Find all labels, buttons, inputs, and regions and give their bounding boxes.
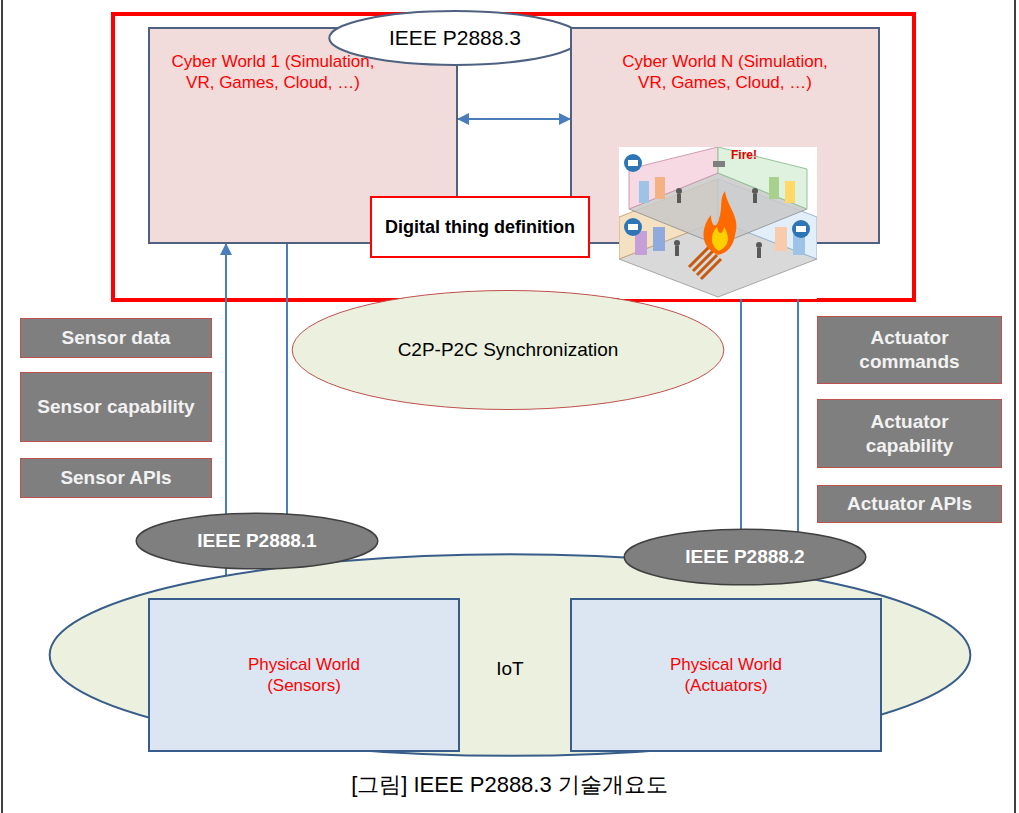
- alarm-label: Fire!: [731, 149, 757, 162]
- cyber-world-box: Cyber World N (Simulation, VR, Games, Cl…: [570, 27, 880, 244]
- interface-box: Sensor data: [20, 318, 212, 358]
- node-text: IEEE P2888.3: [389, 25, 521, 51]
- ellipse-shape: [50, 554, 971, 756]
- node-text: Actuator APIs: [847, 492, 972, 516]
- shelf: [655, 177, 665, 199]
- page-frame-line: [1, 0, 3, 813]
- camera: [792, 220, 810, 238]
- node-text: C2P-P2C Synchronization: [398, 338, 619, 362]
- flame-inner: [712, 227, 728, 251]
- node-text: IoT: [496, 657, 523, 681]
- upper-right-wall: [718, 147, 807, 209]
- shelf: [775, 227, 787, 251]
- camera: [624, 218, 642, 236]
- node-text: IEEE P2888.2: [685, 545, 804, 569]
- interface-box: Sensor capability: [20, 372, 212, 442]
- node-text: Physical World (Actuators): [646, 654, 806, 697]
- node-text: Physical World (Sensors): [229, 654, 379, 697]
- ellipse-shape: [292, 290, 724, 409]
- node-text: Sensor APIs: [60, 466, 171, 490]
- mall-fire-picture: [619, 147, 817, 299]
- fire-illustration: Fire!: [619, 147, 817, 299]
- figure-caption: [그림] IEEE P2888.3 기술개요도: [0, 770, 1019, 800]
- shelf: [785, 181, 795, 203]
- node-text: Sensor data: [62, 326, 171, 350]
- node-text: Cyber World 1 (Simulation, VR, Games, Cl…: [168, 51, 378, 94]
- people: [674, 188, 762, 258]
- upper-left-wall: [629, 147, 718, 209]
- smoke-detector: [713, 161, 725, 167]
- ellipse-shape: [136, 513, 378, 569]
- picture-ground: [619, 147, 817, 299]
- shelf: [769, 177, 779, 199]
- node-text: Actuator capability: [824, 410, 995, 458]
- definition-box: Digital thing definition: [370, 196, 590, 258]
- standard-ellipse: IEEE P2888.1: [135, 512, 379, 570]
- ellipse-shape: [624, 529, 866, 585]
- standard-ellipse: IEEE P2888.2: [623, 528, 867, 586]
- iot-ellipse: IoT Physical World (Sensors) Physical Worl…: [45, 550, 975, 760]
- ellipse-shape: [329, 11, 580, 65]
- shelf: [639, 181, 649, 203]
- node-text: Sensor capability: [37, 395, 194, 419]
- node-text: Cyber World N (Simulation, VR, Games, Cl…: [620, 51, 830, 94]
- interface-box: Actuator capability: [817, 399, 1002, 468]
- flame-outer: [704, 191, 737, 255]
- node-text: IEEE P2888.1: [197, 529, 316, 553]
- node-text: Digital thing definition: [385, 216, 575, 239]
- sync-ellipse: C2P-P2C Synchronization: [290, 288, 726, 412]
- node-text: Actuator commands: [824, 326, 995, 374]
- interface-box: Sensor APIs: [20, 458, 212, 498]
- page-frame-line: [1014, 0, 1016, 813]
- shelf: [653, 227, 665, 251]
- interface-box: Actuator APIs: [817, 485, 1002, 523]
- standard-ellipse: IEEE P2888.3: [328, 10, 582, 66]
- interface-box: Actuator commands: [817, 316, 1002, 384]
- sync-arrow: [458, 118, 570, 120]
- camera: [624, 154, 642, 172]
- physical-world-box: Physical World (Actuators): [570, 598, 882, 752]
- physical-world-box: Physical World (Sensors): [148, 598, 460, 752]
